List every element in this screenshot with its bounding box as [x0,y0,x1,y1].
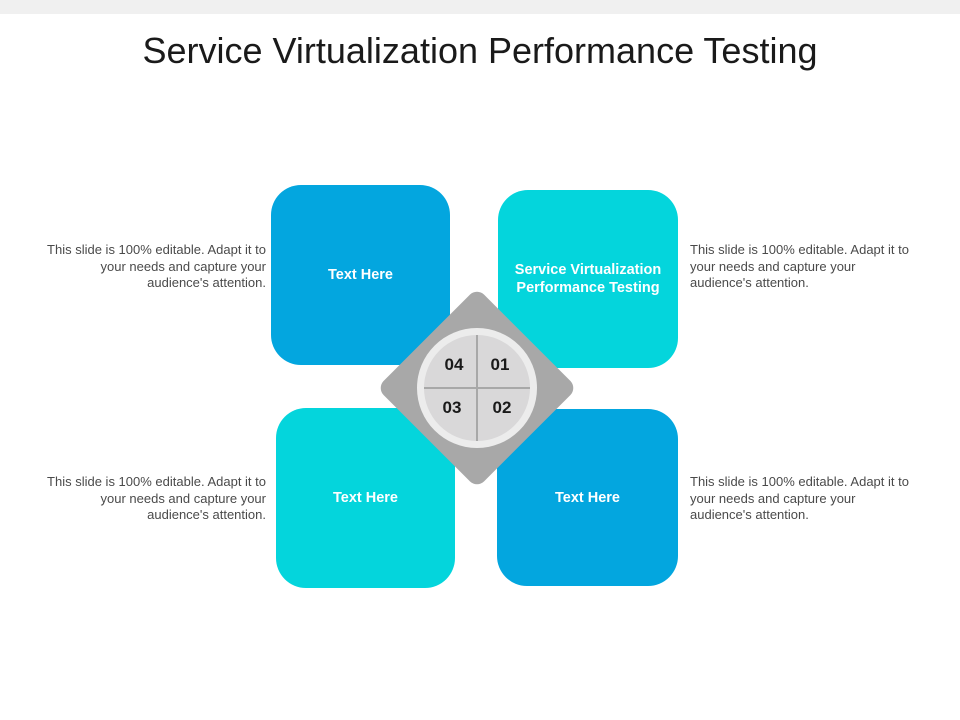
quadrant-box-top-left: Text Here [271,185,450,365]
center-divider-horizontal [424,387,530,389]
description-bottom-left: This slide is 100% editable. Adapt it to… [47,474,266,522]
quadrant-label: Text Here [554,489,620,506]
quadrant-label: Service Virtualization Performance Testi… [514,262,662,296]
description-bottom-right: This slide is 100% editable. Adapt it to… [690,474,909,522]
step-number-02: 02 [492,398,512,417]
top-bar [0,0,960,14]
quadrant-label: Text Here [327,267,393,283]
description-top-left: This slide is 100% editable. Adapt it to… [47,242,266,290]
quadrant-box-bottom-right: Text Here [497,409,678,586]
step-number-03: 03 [442,398,462,417]
step-number-04: 04 [444,355,464,374]
step-number-01: 01 [490,355,510,374]
quadrant-box-bottom-left: Text Here [276,408,455,588]
quadrant-label: Text Here [332,490,398,506]
slide-title: Service Virtualization Performance Testi… [142,30,818,71]
description-top-right: This slide is 100% editable. Adapt it to… [690,242,909,290]
